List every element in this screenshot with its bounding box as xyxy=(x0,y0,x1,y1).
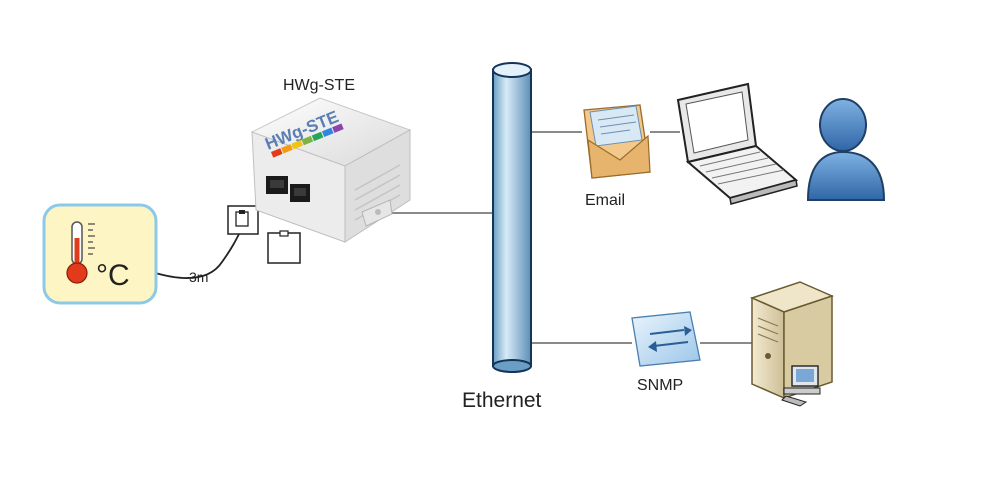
device-side-face xyxy=(344,129,411,243)
email-label: Email xyxy=(585,192,625,209)
server-monitor-icon xyxy=(781,365,821,407)
cable-length-label: 3m xyxy=(189,269,208,285)
thermometer-icon xyxy=(66,221,95,284)
sensor-cable xyxy=(151,231,241,279)
device-title: HWg-STE xyxy=(283,77,355,94)
ethernet-label: Ethernet xyxy=(462,389,542,412)
server-icon xyxy=(749,281,835,407)
envelope-icon xyxy=(583,104,651,179)
rj11-connector-icon xyxy=(227,205,259,235)
temperature-sensor: °C 3m xyxy=(42,203,208,305)
device-rj45-ports xyxy=(266,176,310,202)
snmp-packet-icon xyxy=(631,311,701,367)
snmp-node: SNMP xyxy=(631,311,701,394)
snmp-label: SNMP xyxy=(637,377,683,394)
hwg-ste-device: HWg-STE HWg-STE xyxy=(250,77,412,243)
user-icon xyxy=(806,98,886,201)
ethernet-backbone: Ethernet xyxy=(462,62,542,412)
connection-lines xyxy=(151,131,752,344)
rj11-jack-icon xyxy=(267,230,301,264)
email-node: Email xyxy=(583,104,651,209)
sensor-unit-label: °C xyxy=(96,259,130,292)
laptop-icon xyxy=(676,82,799,205)
